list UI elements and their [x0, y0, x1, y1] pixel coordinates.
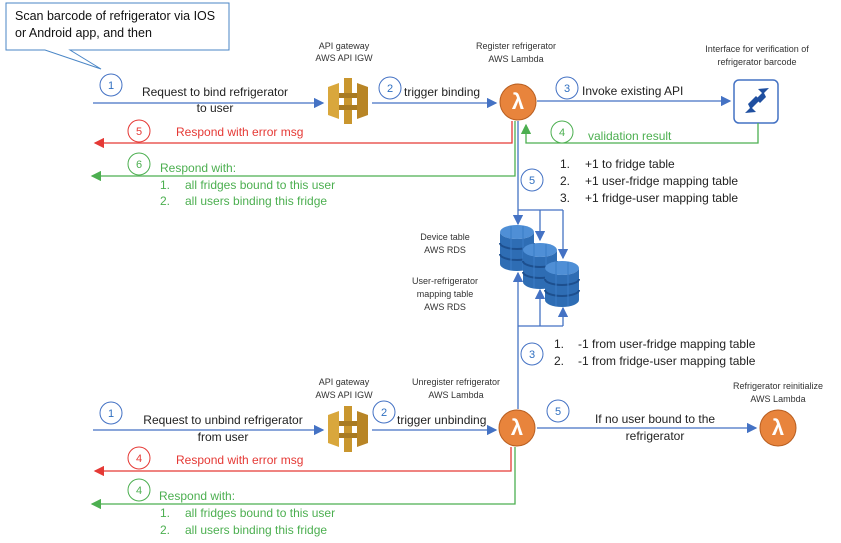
- list-number: 2.: [160, 194, 170, 208]
- callout-line1: Scan barcode of refrigerator via IOS: [15, 9, 215, 23]
- callout-line2: or Android app, and then: [15, 26, 152, 40]
- lambda-icon: [759, 409, 797, 447]
- mapping-table-label: User-refrigerator: [412, 276, 478, 286]
- arrow-validation-result: [520, 123, 759, 144]
- list-item: -1 from user-fridge mapping table: [578, 337, 756, 351]
- rds-database-icon: [544, 260, 580, 308]
- request-bind-label-2: to user: [197, 101, 234, 115]
- api-gateway-label: API gateway: [319, 377, 370, 387]
- list-item: +1 user-fridge mapping table: [585, 174, 738, 188]
- list-number: 1.: [160, 178, 170, 192]
- interface-sublabel: refrigerator barcode: [717, 57, 796, 67]
- step-number: 1: [108, 408, 114, 420]
- trigger-unbinding-label: trigger unbinding: [397, 413, 486, 427]
- list-item: all users binding this fridge: [185, 194, 327, 208]
- list-item: all users binding this fridge: [185, 523, 327, 537]
- step-number: 4: [559, 127, 565, 139]
- step-badge: [550, 120, 574, 144]
- mapping-table-sublabel: AWS RDS: [424, 302, 466, 312]
- lambda-icon: [498, 409, 536, 447]
- list-number: 1.: [160, 506, 170, 520]
- register-lambda-sublabel: AWS Lambda: [488, 54, 543, 64]
- arrow-success-response: [90, 447, 516, 510]
- step-badge: [520, 168, 544, 192]
- register-lambda-label: Register refrigerator: [476, 41, 556, 51]
- step-number: 2: [381, 407, 387, 419]
- step-badge: [127, 152, 151, 176]
- api-gateway-icon: [328, 406, 368, 452]
- unregister-lambda-label: Unregister refrigerator: [412, 377, 500, 387]
- api-gateway-label: API gateway: [319, 41, 370, 51]
- step-badge: [99, 73, 123, 97]
- list-number: 2.: [560, 174, 570, 188]
- request-unbind-label-1: Request to unbind refrigerator: [143, 413, 302, 427]
- request-bind-label-1: Request to bind refrigerator: [142, 85, 288, 99]
- reinitialize-condition-label: refrigerator: [626, 429, 685, 443]
- request-unbind-label-2: from user: [198, 430, 249, 444]
- list-number: 1.: [560, 157, 570, 171]
- reinit-lambda-sublabel: AWS Lambda: [750, 394, 805, 404]
- list-item: -1 from fridge-user mapping table: [578, 354, 756, 368]
- step-number: 5: [555, 406, 561, 418]
- db-connectors: [512, 209, 569, 327]
- api-gateway-sublabel: AWS API IGW: [315, 390, 373, 400]
- reinitialize-condition-label: If no user bound to the: [595, 412, 715, 426]
- lambda-icon: [499, 83, 537, 121]
- arrow-error-response: [93, 447, 512, 477]
- validation-result-label: validation result: [588, 129, 672, 143]
- reinit-lambda-label: Refrigerator reinitialize: [733, 381, 823, 391]
- api-gateway-sublabel: AWS API IGW: [315, 53, 373, 63]
- step-number: 5: [529, 175, 535, 187]
- list-item: all fridges bound to this user: [185, 506, 335, 520]
- list-item: +1 fridge-user mapping table: [585, 191, 738, 205]
- step-number: 4: [136, 485, 142, 497]
- list-item: +1 to fridge table: [585, 157, 675, 171]
- trigger-binding-label: trigger binding: [404, 85, 480, 99]
- step-badge: [372, 400, 396, 424]
- step-number: 1: [108, 80, 114, 92]
- list-item: all fridges bound to this user: [185, 178, 335, 192]
- list-number: 1.: [554, 337, 564, 351]
- unregister-lambda-sublabel: AWS Lambda: [428, 390, 483, 400]
- step-badge: [378, 76, 402, 100]
- api-gateway-icon: [328, 78, 368, 124]
- arrow-error-response: [93, 121, 513, 149]
- list-number: 3.: [560, 191, 570, 205]
- step-number: 5: [136, 126, 142, 138]
- step-number: 2: [387, 83, 393, 95]
- success-response-label: Respond with:: [160, 161, 236, 175]
- mapping-table-label: mapping table: [417, 289, 474, 299]
- step-number: 6: [136, 159, 142, 171]
- device-table-label: Device table: [420, 232, 470, 242]
- plug-icon: [733, 79, 779, 124]
- step-number: 3: [529, 349, 535, 361]
- step-badge: [127, 478, 151, 502]
- device-table-sublabel: AWS RDS: [424, 245, 466, 255]
- step-badge: [520, 342, 544, 366]
- error-response-label: Respond with error msg: [176, 125, 303, 139]
- step-number: 4: [136, 453, 142, 465]
- callout-note: Scan barcode of refrigerator via IOS or …: [5, 2, 230, 70]
- list-number: 2.: [160, 523, 170, 537]
- arrow-success-response: [90, 121, 516, 182]
- success-response-label: Respond with:: [159, 489, 235, 503]
- invoke-api-label: Invoke existing API: [582, 84, 683, 98]
- step-badge: [546, 399, 570, 423]
- interface-label: Interface for verification of: [705, 44, 809, 54]
- step-badge: [127, 119, 151, 143]
- step-badge: [127, 446, 151, 470]
- list-number: 2.: [554, 354, 564, 368]
- step-badge: [99, 401, 123, 425]
- step-number: 3: [564, 83, 570, 95]
- step-badge: [555, 76, 579, 100]
- error-response-label: Respond with error msg: [176, 453, 303, 467]
